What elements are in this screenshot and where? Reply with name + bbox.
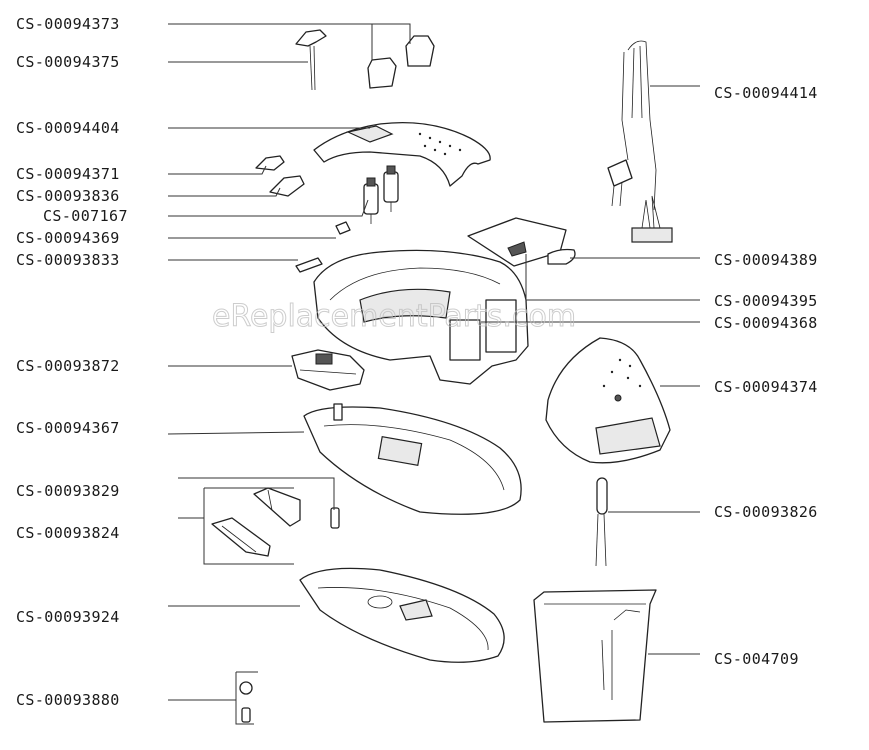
- steam-knob-part[interactable]: [367, 35, 435, 89]
- fill-door-part[interactable]: [467, 217, 576, 267]
- label-cs-004709[interactable]: CS-004709: [714, 650, 799, 668]
- label-cs-00094368[interactable]: CS-00094368: [714, 314, 818, 332]
- label-cs-00094369[interactable]: CS-00094369: [16, 229, 120, 247]
- pin-part[interactable]: [330, 507, 340, 529]
- main-housing-part[interactable]: [313, 249, 529, 385]
- label-cs-00094373[interactable]: CS-00094373: [16, 15, 120, 33]
- handle-cover-part[interactable]: [313, 121, 491, 187]
- label-cs-00093824[interactable]: CS-00093824: [16, 524, 120, 542]
- inner-frame-part[interactable]: [303, 403, 522, 515]
- small-valve-part[interactable]: [335, 221, 351, 235]
- label-cs-00094374[interactable]: CS-00094374: [714, 378, 818, 396]
- button-pair-part[interactable]: [255, 155, 305, 197]
- slide-bracket-part[interactable]: [211, 517, 271, 557]
- label-cs-00094404[interactable]: CS-00094404: [16, 119, 120, 137]
- label-cs-00093826[interactable]: CS-00093826: [714, 503, 818, 521]
- spray-button-part[interactable]: [295, 29, 327, 91]
- soleplate-part[interactable]: [299, 567, 505, 663]
- label-cs-00094395[interactable]: CS-00094395: [714, 292, 818, 310]
- label-cs-00093833[interactable]: CS-00093833: [16, 251, 120, 269]
- thermostat-clip-part[interactable]: [295, 257, 323, 273]
- label-cs-00094375[interactable]: CS-00094375: [16, 53, 120, 71]
- label-cs-00093872[interactable]: CS-00093872: [16, 357, 120, 375]
- pump-assembly-part[interactable]: [363, 165, 399, 224]
- screw-nut-part[interactable]: [239, 681, 253, 723]
- thermostat-knob-part[interactable]: [291, 349, 365, 391]
- label-cs-00093880[interactable]: CS-00093880: [16, 691, 120, 709]
- power-cord-part[interactable]: [607, 40, 673, 243]
- steam-rod-part[interactable]: [253, 487, 301, 527]
- label-cs-00094367[interactable]: CS-00094367: [16, 419, 120, 437]
- label-cs-00094389[interactable]: CS-00094389: [714, 251, 818, 269]
- label-cs-00094371[interactable]: CS-00094371: [16, 165, 120, 183]
- label-cs-00093924[interactable]: CS-00093924: [16, 608, 120, 626]
- label-cs-007167[interactable]: CS-007167: [43, 207, 128, 225]
- label-cs-00094414[interactable]: CS-00094414: [714, 84, 818, 102]
- rear-cover-part[interactable]: [545, 337, 671, 464]
- leader-lines: [167, 23, 700, 725]
- water-tank-part[interactable]: [533, 589, 657, 723]
- label-cs-00093836[interactable]: CS-00093836: [16, 187, 120, 205]
- watermark-text: eReplacementParts.com: [212, 299, 576, 334]
- label-cs-00093829[interactable]: CS-00093829: [16, 482, 120, 500]
- cord-guard-part[interactable]: [595, 477, 608, 567]
- part-labels: CS-00094373 CS-00094375 CS-00094404 CS-0…: [16, 15, 818, 709]
